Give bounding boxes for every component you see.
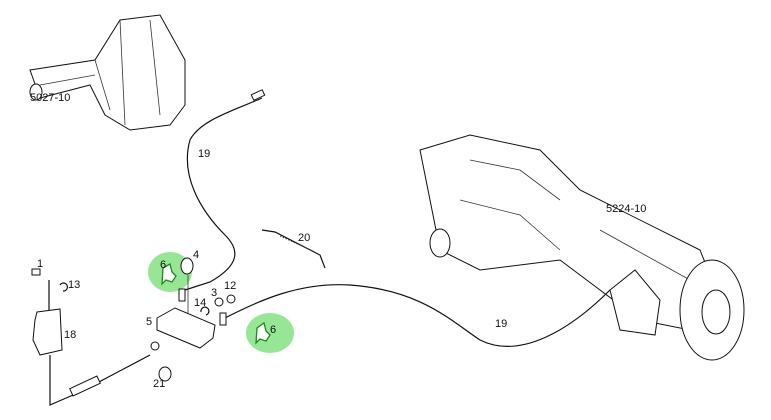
cable-19-upper[interactable] <box>184 97 263 291</box>
handbrake-lever-assembly[interactable] <box>29 14 186 131</box>
assembly-ref-5027-10: 5027-10 <box>30 92 70 104</box>
part-18-actuator[interactable] <box>32 280 160 406</box>
callout-3: 3 <box>211 287 217 299</box>
callout-12: 12 <box>224 280 236 292</box>
callout-4: 4 <box>193 249 199 261</box>
part-13[interactable] <box>59 282 69 292</box>
cable-pin-upper[interactable] <box>178 288 186 302</box>
cable-pin-lower[interactable] <box>219 312 227 326</box>
spring-20[interactable] <box>261 229 326 269</box>
part-6-highlight-upper[interactable] <box>148 252 192 292</box>
part-5-bracket[interactable] <box>156 307 216 349</box>
part-12[interactable] <box>226 294 236 304</box>
part-6-highlight-lower[interactable] <box>246 313 294 353</box>
assembly-ref-5224-10: 5224-10 <box>606 203 646 215</box>
callout-14: 14 <box>194 297 206 309</box>
callout-5: 5 <box>146 316 152 328</box>
part-4[interactable] <box>180 257 194 275</box>
callout-21: 21 <box>153 378 165 390</box>
part-1[interactable] <box>31 268 41 276</box>
callout-19-upper: 19 <box>198 148 210 160</box>
callout-1: 1 <box>37 258 43 270</box>
rear-axle-assembly[interactable] <box>419 134 745 361</box>
callout-6-upper: 6 <box>160 259 166 271</box>
callout-20: 20 <box>298 232 310 244</box>
part-21[interactable] <box>158 366 172 382</box>
callout-19-lower: 19 <box>495 318 507 330</box>
callout-6-lower: 6 <box>270 324 276 336</box>
part-14[interactable] <box>200 306 210 316</box>
callout-13: 13 <box>68 279 80 291</box>
cable-19-lower[interactable] <box>224 284 611 347</box>
part-3[interactable] <box>214 297 224 307</box>
callout-18: 18 <box>64 329 76 341</box>
